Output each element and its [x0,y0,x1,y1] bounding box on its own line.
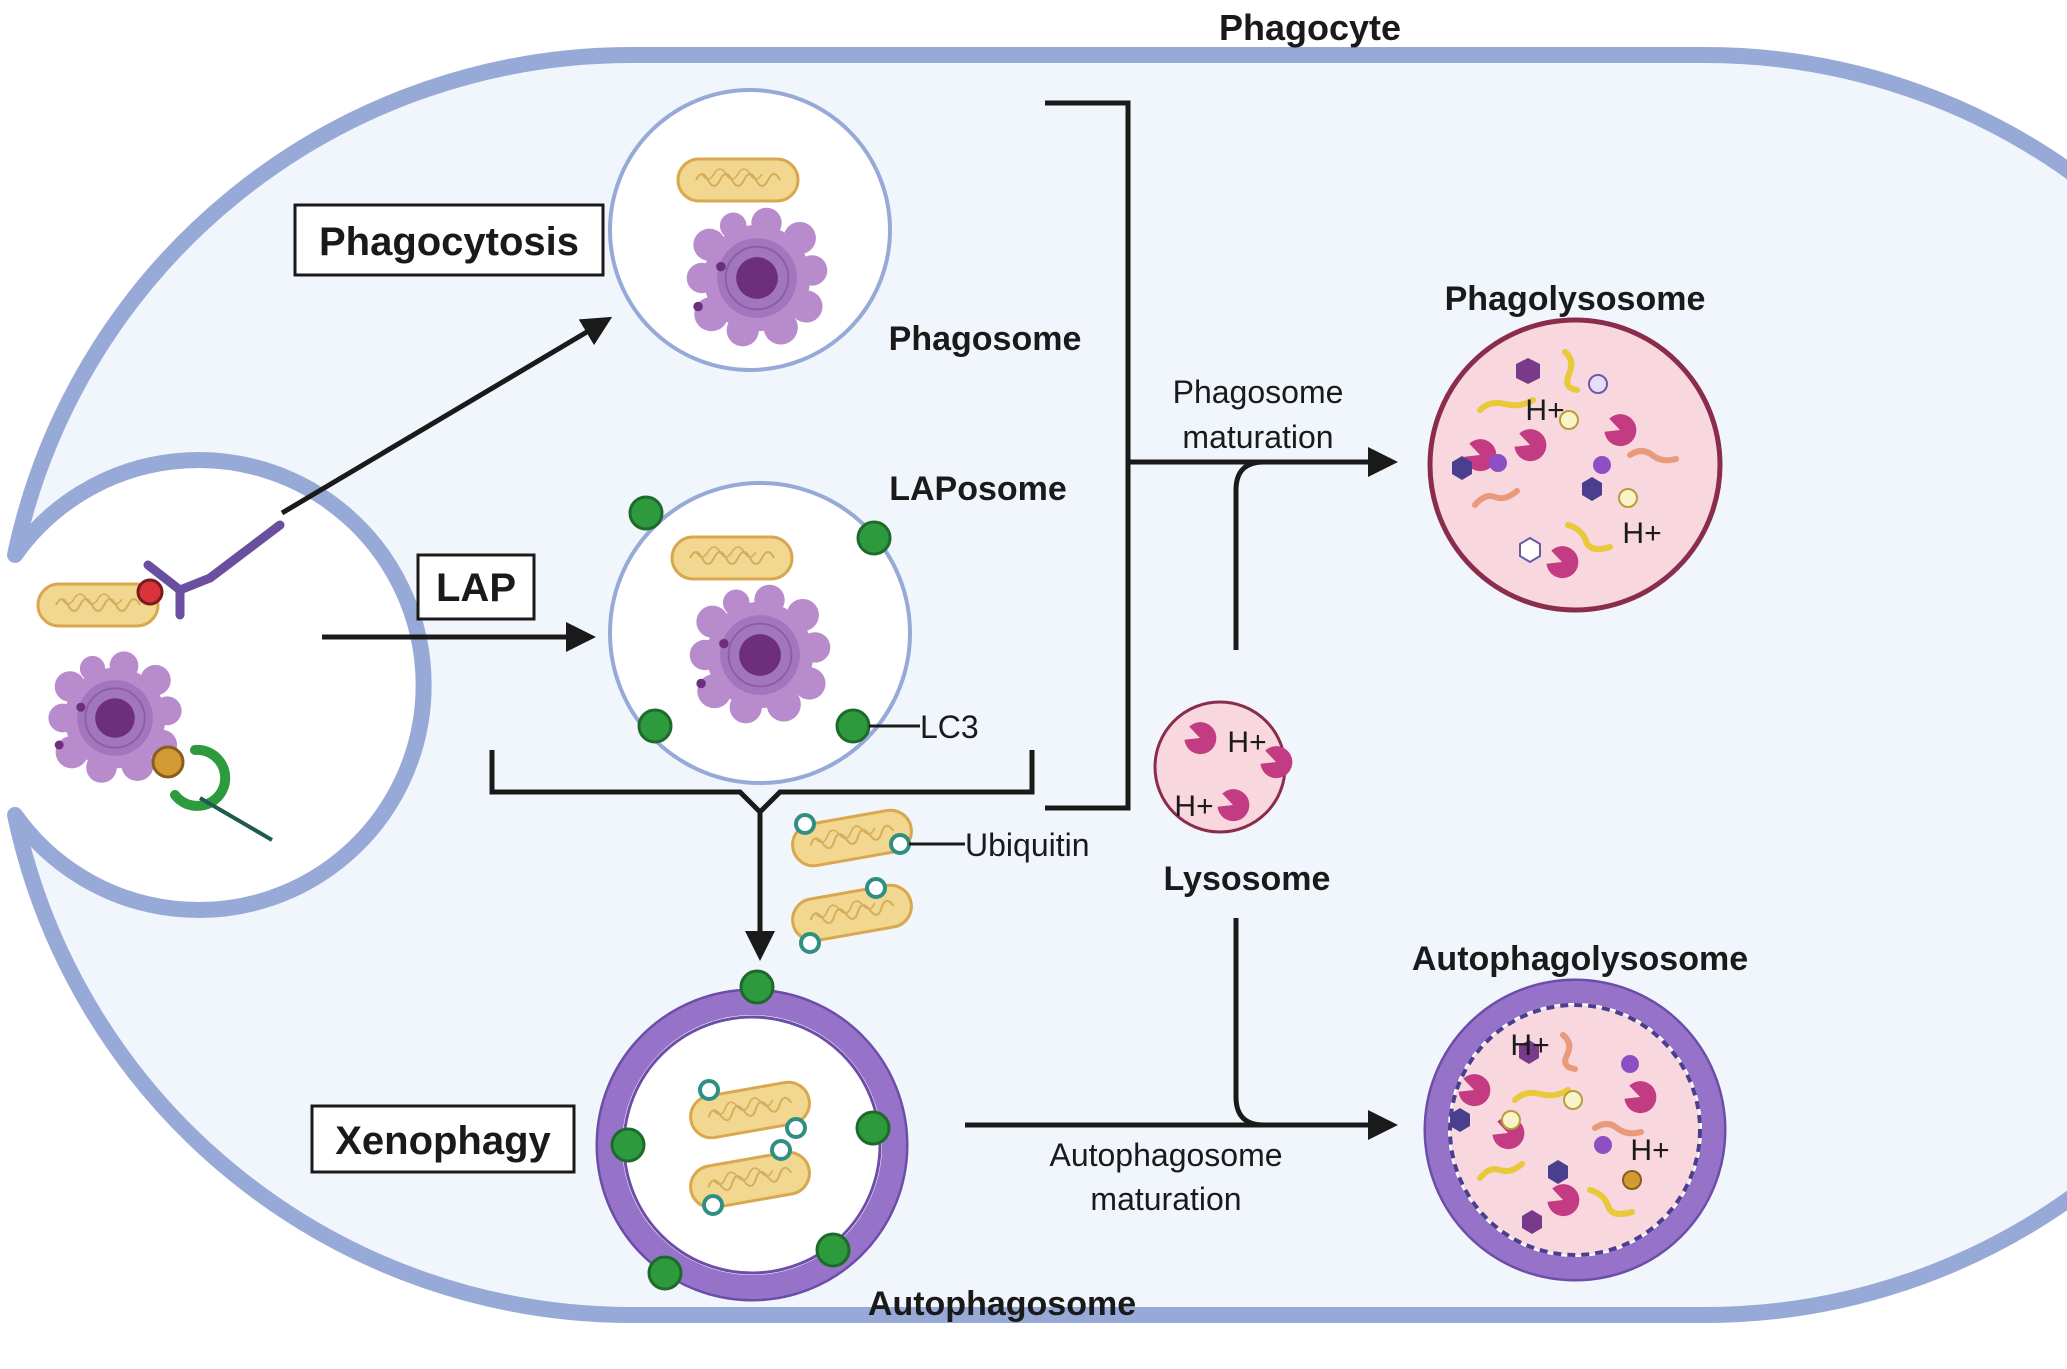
autophagosome-label: Autophagosome [868,1285,1136,1323]
lc3-marker [855,1110,891,1146]
right-bracket [1045,100,1131,811]
ubiquitin-label: Ubiquitin [965,827,1090,863]
phagolysosome [1427,317,1723,613]
lc3-marker [815,1232,851,1268]
phagocytosis-label-box [293,203,605,277]
lc3-marker [610,1127,646,1163]
ubiquitin-marker [865,877,887,899]
lc3-label: LC3 [920,709,979,745]
receptor-green [170,744,231,811]
phagolysosome-label: Phagolysosome [1445,280,1706,318]
lap-label: LAP [436,566,516,610]
receptor-green-stem [198,796,274,842]
ubiquitin-marker [785,1117,807,1139]
receptor-ligand-red [136,578,164,606]
phagosome-label: Phagosome [889,320,1082,358]
lc3-marker [856,520,892,556]
phagocytosis-label: Phagocytosis [319,220,579,264]
phagosome-maturation-label: maturation [1182,419,1333,455]
lc3-marker [637,708,673,744]
laposome [608,481,912,785]
lc3-marker [835,708,871,744]
phagosome [608,88,892,372]
receptor-purple [143,520,285,620]
autophagosome [595,988,909,1302]
arrow-to-phagosome [280,316,613,516]
ubiquitin-marker [698,1079,720,1101]
ubiquitin-marker [889,833,911,855]
ubiquitin-marker [794,813,816,835]
lc3-marker [647,1255,683,1291]
lysosome-label: Lysosome [1164,860,1331,898]
ubiquitin-marker [799,932,821,954]
lysosome-to-phagolysosome-connector [1233,459,1265,650]
autophagolysosome [1423,978,1727,1282]
phagolysosome-proton: H+ [1622,517,1661,550]
lysosome-proton: H+ [1174,790,1213,823]
autophagolysosome-proton: H+ [1510,1029,1549,1062]
laposome-label: LAPosome [889,470,1067,508]
ubiquitin-marker [702,1194,724,1216]
phagosome-maturation-label: Phagosome [1173,374,1344,410]
xenophagy-label: Xenophagy [335,1119,551,1163]
lap-label-box [416,553,536,621]
diagram-title: Phagocyte [1219,7,1401,48]
ubiquitin-marker [770,1139,792,1161]
phagolysosome-proton: H+ [1525,394,1564,427]
lc3-marker [739,969,775,1005]
autophagolysosome-proton: H+ [1630,1134,1669,1167]
autophagosome-maturation-label: Autophagosome [1049,1137,1282,1173]
autophagolysosome-label: Autophagolysosome [1412,940,1748,978]
receptor-ligand-orange [151,745,185,779]
autophagosome-maturation-label: maturation [1090,1181,1241,1217]
xenophagy-label-box [310,1104,576,1174]
lysosome-proton: H+ [1227,726,1266,759]
lysosome-to-autophagolysosome-connector [1233,918,1265,1128]
lysosome [1153,700,1297,834]
lc3-marker [628,495,664,531]
